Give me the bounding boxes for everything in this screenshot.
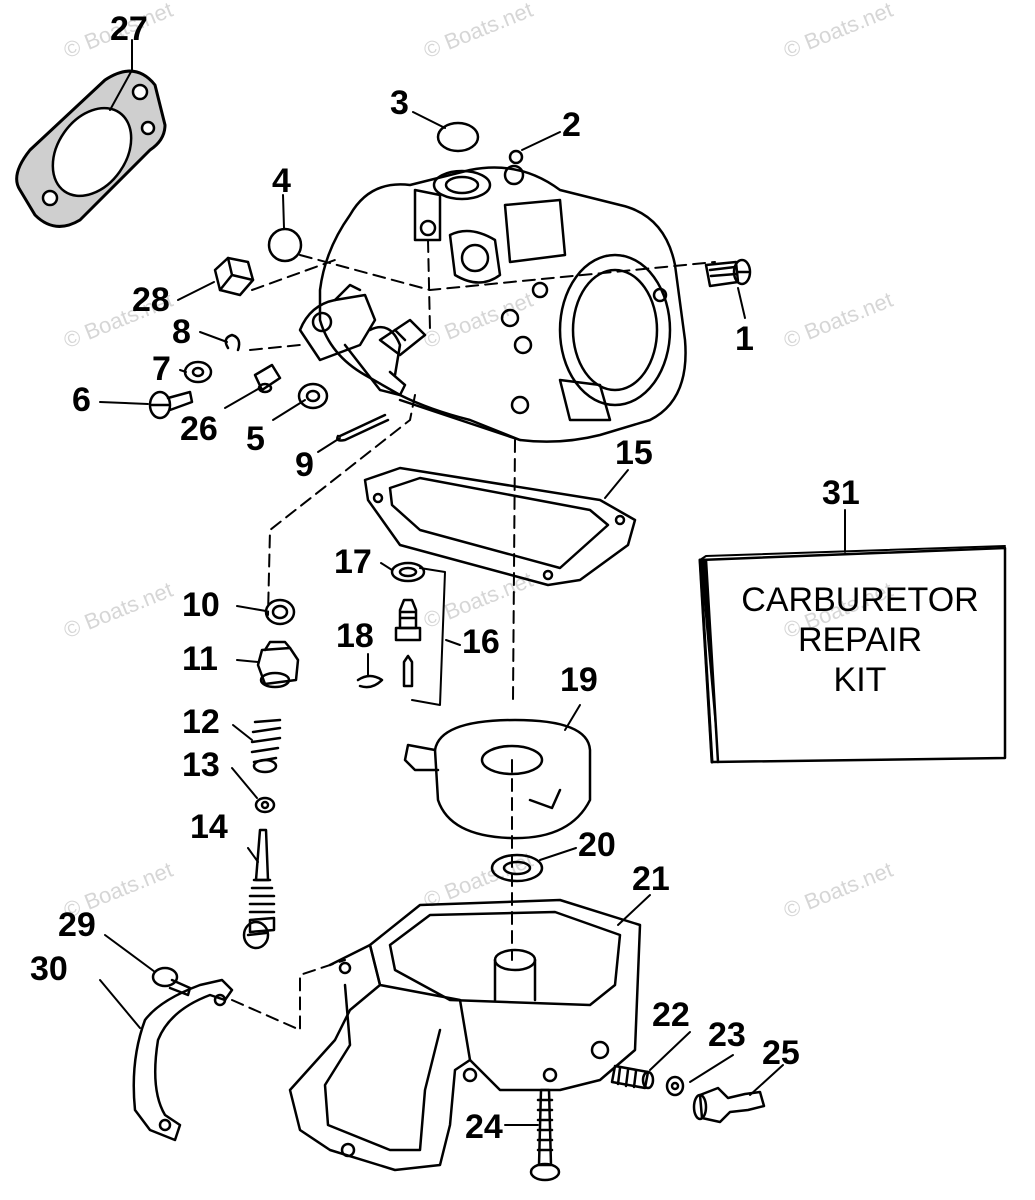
bowl-screw: [529, 1088, 561, 1182]
callout-9: 9: [295, 446, 314, 484]
callout-11: 11: [182, 640, 218, 678]
clamp-screw: [151, 966, 192, 997]
callout-8: 8: [172, 313, 191, 351]
callout-28: 28: [132, 281, 170, 319]
small-ball: [508, 149, 524, 165]
callout-17: 17: [334, 543, 372, 581]
lever-screw: [148, 390, 194, 420]
washer-23: [665, 1075, 685, 1097]
callout-5: 5: [246, 420, 265, 458]
leader-lines: [99, 39, 846, 1126]
callout-3: 3: [390, 84, 409, 122]
clamp-bracket: [132, 978, 234, 1142]
kit-label-line1: CARBURETOR: [741, 581, 979, 619]
callout-7: 7: [152, 350, 171, 388]
repair-kit-label: CARBURETOR REPAIR KIT: [715, 580, 1005, 700]
callout-30: 30: [30, 950, 68, 988]
callout-4: 4: [272, 162, 291, 200]
needle-seat: [394, 598, 422, 688]
needle-seat-bracket: [411, 567, 446, 706]
hex-nut: [213, 256, 255, 297]
pin: [336, 413, 390, 442]
callout-14: 14: [190, 808, 228, 846]
washer: [183, 360, 213, 384]
bowl-gasket-ring: [490, 853, 544, 883]
callout-23: 23: [708, 1016, 746, 1054]
o-ring: [264, 598, 296, 626]
callout-20: 20: [578, 826, 616, 864]
needle-clip: [356, 674, 384, 689]
callout-18: 18: [336, 617, 374, 655]
e-clip: [224, 333, 241, 352]
assembly-lines: [231, 239, 716, 1031]
callout-10: 10: [182, 586, 220, 624]
retaining-washer: [297, 382, 329, 410]
kit-label-line3: KIT: [833, 661, 887, 699]
callout-27: 27: [110, 10, 148, 48]
pipe-plug: [610, 1064, 655, 1090]
callout-16: 16: [462, 623, 500, 661]
float-bowl: [288, 898, 642, 1172]
link-fitting: [253, 363, 282, 394]
flange-gasket: [15, 69, 167, 228]
mixture-screw: [704, 258, 752, 288]
callout-26: 26: [180, 410, 218, 448]
repair-kit-box: [698, 545, 1007, 764]
float-bowl-gasket: [363, 466, 637, 587]
callout-6: 6: [72, 381, 91, 419]
small-plug: [267, 227, 303, 263]
callout-24: 24: [465, 1108, 503, 1146]
callout-19: 19: [560, 661, 598, 699]
packing-nut: [256, 640, 300, 689]
callout-31: 31: [822, 474, 860, 512]
hose-fitting: [692, 1086, 766, 1124]
callout-1: 1: [735, 320, 754, 358]
kit-label-line2: REPAIR: [797, 621, 923, 659]
float: [403, 718, 592, 840]
carburetor-body: [298, 164, 687, 443]
small-washer: [254, 796, 276, 814]
welch-plug: [436, 121, 480, 153]
callout-29: 29: [58, 906, 96, 944]
callout-22: 22: [652, 996, 690, 1034]
callout-21: 21: [632, 860, 670, 898]
callout-2: 2: [562, 106, 581, 144]
callout-15: 15: [615, 434, 653, 472]
needle-valve: [242, 828, 276, 950]
callout-13: 13: [182, 746, 220, 784]
callout-25: 25: [762, 1034, 800, 1072]
seat-gasket: [390, 561, 426, 583]
spring: [250, 718, 282, 774]
callout-12: 12: [182, 703, 220, 741]
